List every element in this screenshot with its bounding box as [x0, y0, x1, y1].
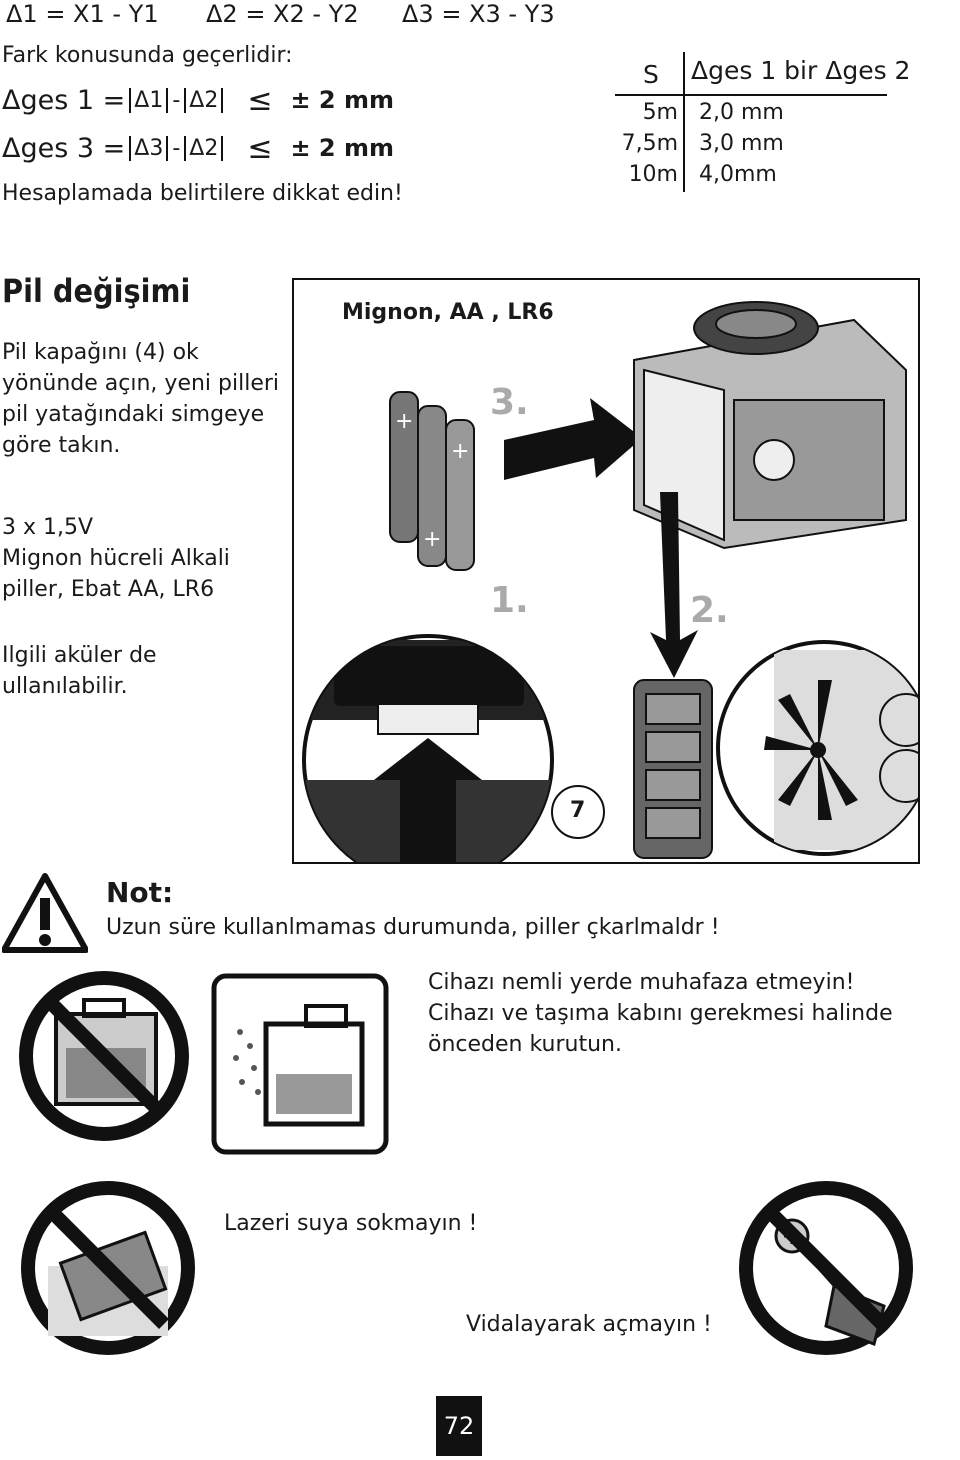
formula-delta2: Δ2 = X2 - Y2 — [206, 0, 359, 28]
table-cell-s: 7,5m — [621, 131, 678, 156]
warning-triangle-icon — [2, 873, 88, 953]
formula-ges1-lhs: Δges 1 = — [2, 84, 126, 116]
formula-ges1-rhs: ± 2 mm — [290, 86, 394, 114]
step-3-badge: 3. — [490, 382, 529, 423]
formula-ges3-rhs: ± 2 mm — [290, 134, 394, 162]
battery-cover-icon — [633, 679, 713, 859]
laser-device-icon — [633, 301, 907, 550]
note-title: Not: — [106, 876, 174, 909]
moisture-line: Cihazı ve taşıma kabını gerekmesi halind… — [428, 1001, 893, 1026]
figure-label: Mignon, AA , LR6 — [342, 300, 554, 325]
formula-ges1-le: ≤ — [247, 82, 273, 118]
callout-7-circle — [551, 785, 605, 839]
para-line: yönünde açın, yeni pilleri — [2, 371, 280, 396]
svg-text:+: + — [395, 409, 413, 434]
screw-warning: Vidalayarak açmayın ! — [466, 1312, 712, 1337]
arrow-right-icon — [504, 398, 642, 480]
moisture-line: Cihazı nemli yerde muhafaza etmeyin! — [428, 970, 855, 995]
para-line: Ilgili aküler de — [2, 643, 157, 668]
step-2-badge: 2. — [690, 590, 729, 631]
para-line: göre takın. — [2, 433, 121, 458]
table-header-delta: Δges 1 bir Δges 2 — [691, 56, 911, 85]
no-wet-case-icon — [211, 973, 389, 1155]
svg-text:+: + — [423, 527, 441, 552]
no-wet-storage-icon — [19, 971, 189, 1141]
table-vertical-rule — [683, 52, 685, 192]
formula-ges1: Δges 1 = Δ1 - Δ2 ≤ ± 2 mm — [2, 80, 394, 120]
formula-delta3: Δ3 = X3 - Y3 — [402, 0, 555, 28]
no-submerge-icon — [21, 1181, 195, 1355]
battery-compartment-zoom-icon — [716, 640, 918, 856]
para-battery-spec: 3 x 1,5V Mignon hücreli Alkali piller, E… — [2, 512, 292, 605]
battery-icon: + + + — [389, 391, 475, 571]
table-horizontal-rule — [615, 94, 887, 96]
para-line: ullanılabilir. — [2, 674, 128, 699]
note-text: Uzun süre kullanlmamas durumunda, piller… — [106, 915, 720, 940]
table-cell-value: 4,0mm — [699, 162, 777, 187]
moisture-warning: Cihazı nemli yerde muhafaza etmeyin! Cih… — [428, 967, 893, 1060]
section-title: Pil değişimi — [2, 272, 191, 310]
moisture-line: önceden kurutun. — [428, 1032, 622, 1057]
formula-ges1-abs2: Δ2 — [184, 87, 224, 113]
fark-line: Fark konusunda geçerlidir: — [2, 43, 293, 68]
para-line: Pil kapağını (4) ok — [2, 340, 199, 365]
figure-drawing: + + + — [302, 301, 918, 862]
formula-ges3-le: ≤ — [247, 130, 273, 166]
para-line: pil yatağındaki simgeye — [2, 402, 265, 427]
battery-figure: Mignon, AA , LR6 + + + — [292, 278, 920, 864]
table-cell-value: 2,0 mm — [699, 100, 784, 125]
formula-ges3-abs2: Δ2 — [184, 135, 224, 161]
formula-delta1: Δ1 = X1 - Y1 — [6, 0, 159, 28]
formula-ges3-abs1: Δ3 — [129, 135, 169, 161]
formula-ges1-abs1: Δ1 — [129, 87, 169, 113]
cover-latch-zoom-icon — [302, 634, 554, 862]
formula-ges3: Δges 3 = Δ3 - Δ2 ≤ ± 2 mm — [2, 128, 394, 168]
table-cell-s: 10m — [628, 162, 678, 187]
para-instructions: Pil kapağını (4) ok yönünde açın, yeni p… — [2, 337, 292, 461]
para-line: Mignon hücreli Alkali — [2, 546, 230, 571]
hesap-note: Hesaplamada belirtilere dikkat edin! — [2, 181, 403, 206]
para-rechargeable: Ilgili aküler de ullanılabilir. — [2, 640, 292, 702]
para-line: 3 x 1,5V — [2, 515, 94, 540]
table-cell-value: 3,0 mm — [699, 131, 784, 156]
arrow-down-icon — [650, 492, 698, 678]
formula-ges3-minus: - — [172, 135, 181, 161]
tolerance-table: S Δges 1 bir Δges 2 5m 2,0 mm 7,5m 3,0 mm 10… — [615, 52, 910, 197]
formula-ges3-lhs: Δges 3 = — [2, 132, 126, 164]
step-1-badge: 1. — [490, 580, 529, 621]
callout-7: 7 — [570, 798, 586, 823]
svg-text:+: + — [451, 439, 469, 464]
water-warning: Lazeri suya sokmayın ! — [224, 1211, 478, 1236]
table-cell-s: 5m — [642, 100, 678, 125]
formula-ges1-minus: - — [172, 87, 181, 113]
table-header-s: S — [643, 60, 659, 89]
para-line: piller, Ebat AA, LR6 — [2, 577, 215, 602]
no-screwdriver-icon — [739, 1181, 913, 1355]
page-number: 72 — [436, 1396, 482, 1456]
